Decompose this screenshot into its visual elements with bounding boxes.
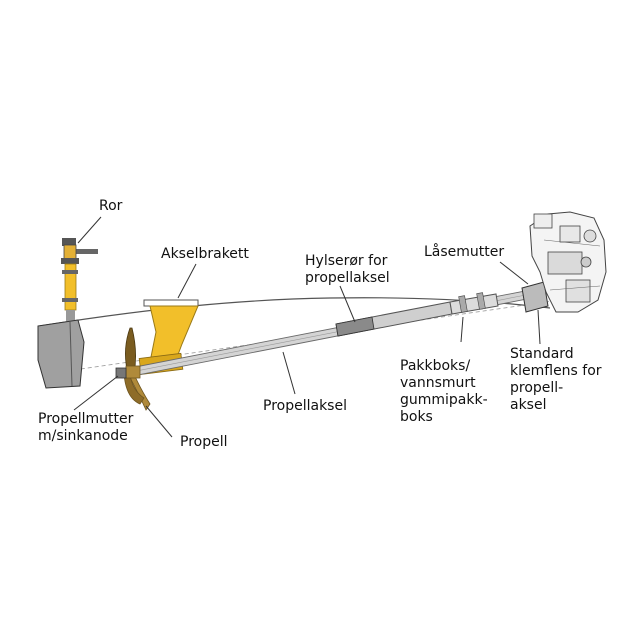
label-standard-line-4: aksel: [510, 397, 547, 413]
label-akselbrakett: Akselbrakett: [161, 246, 249, 262]
rudder-stock: [61, 238, 98, 328]
propeller: [123, 327, 151, 411]
label-hylseror-line-1: Hylserør for: [305, 253, 388, 269]
propeller-nut: [115, 367, 127, 379]
label-pakkboks-line-4: boks: [400, 409, 433, 425]
stuffing-box: [449, 292, 499, 315]
label-pakkboks-line-1: Pakkboks/: [400, 358, 471, 374]
label-lasemutter: Låsemutter: [424, 244, 505, 260]
label-pakkboks-line-3: gummipakk-: [400, 392, 488, 408]
label-hylseror-line-2: propellaksel: [305, 270, 390, 286]
label-hylseror: Hylserør for propellaksel: [305, 253, 390, 287]
label-standard-line-1: Standard: [510, 346, 574, 362]
label-ror: Ror: [99, 198, 123, 214]
gearbox: [529, 211, 607, 313]
rudder-blade: [37, 319, 85, 389]
label-standard-klemflens: Standard klemflens for propell- aksel: [510, 346, 602, 414]
label-standard-line-3: propell-: [510, 380, 564, 396]
label-pakkboks: Pakkboks/ vannsmurt gummipakk- boks: [400, 358, 488, 426]
label-propellaksel: Propellaksel: [263, 398, 347, 414]
label-propell: Propell: [180, 434, 228, 450]
label-propellmutter-line-1: Propellmutter: [38, 411, 134, 427]
label-pakkboks-line-2: vannsmurt: [400, 375, 476, 391]
clamp-flange: [521, 281, 549, 313]
label-propellmutter-line-2: m/sinkanode: [38, 428, 128, 444]
label-standard-line-2: klemflens for: [510, 363, 602, 379]
leader-lines: [73, 216, 541, 438]
label-propellmutter: Propellmutter m/sinkanode: [38, 411, 133, 445]
